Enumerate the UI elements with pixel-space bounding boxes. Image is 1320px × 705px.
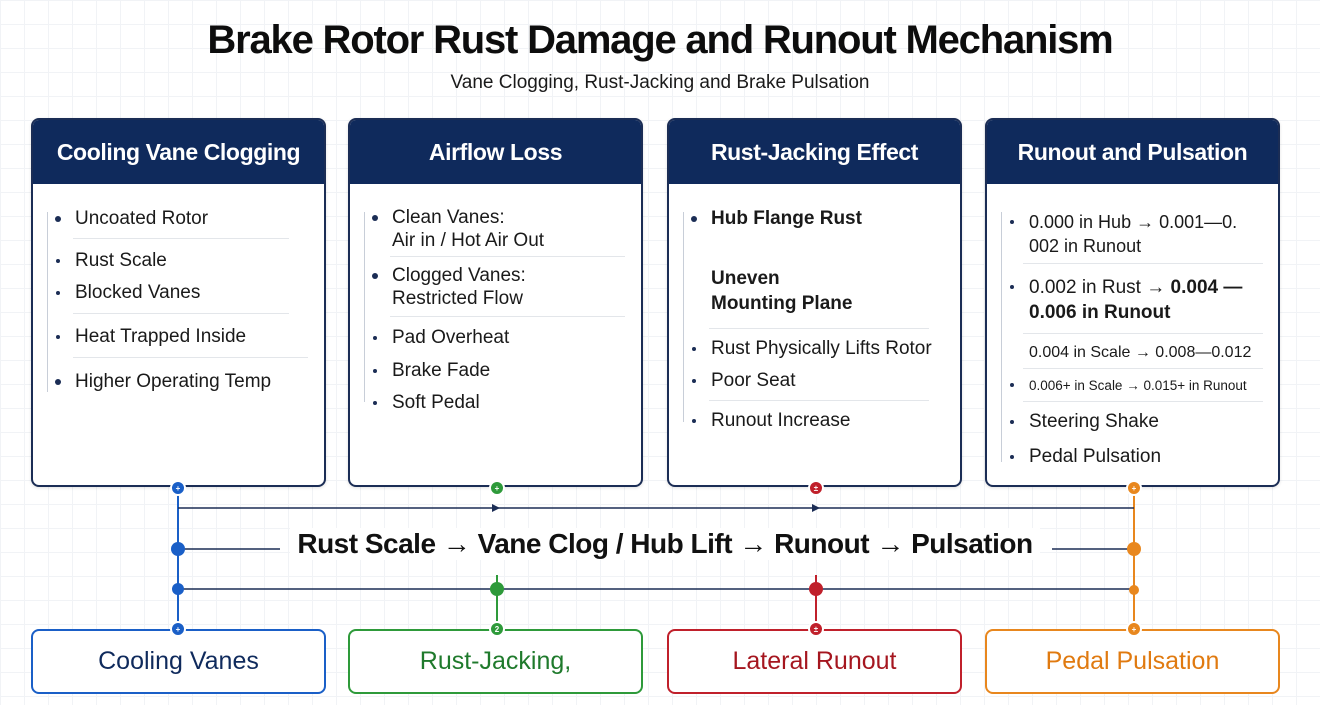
panel-rust-jacking-effect: Rust-Jacking Effect Hub Flange Rust Unev… bbox=[667, 118, 962, 487]
list-item: Pedal Pulsation bbox=[1009, 445, 1262, 468]
list-item: Poor Seat bbox=[691, 369, 944, 392]
divider bbox=[1023, 401, 1263, 402]
node-red-bottom: ± bbox=[808, 621, 824, 637]
list-item: 0.002 in Rust → 0.004 —0.006 in Runout bbox=[1009, 275, 1262, 325]
page-title: Brake Rotor Rust Damage and Runout Mecha… bbox=[207, 18, 1113, 62]
list-item: Rust Physically Lifts Rotor bbox=[691, 337, 944, 360]
list-item: 0.006+ in Scale → 0.015+ in Runout bbox=[1009, 374, 1262, 397]
node-green-bottom: 2 bbox=[489, 621, 505, 637]
divider bbox=[709, 328, 929, 329]
panel-heading: Rust-Jacking Effect bbox=[669, 120, 960, 184]
node-orange-bottom: + bbox=[1126, 621, 1142, 637]
panel-timeline bbox=[1001, 212, 1002, 462]
list-item: Heat Trapped Inside bbox=[55, 325, 308, 348]
divider bbox=[73, 357, 308, 358]
panel-runout-and-pulsation: Runout and Pulsation 0.000 in Hub → 0.00… bbox=[985, 118, 1280, 487]
node-blue-top: + bbox=[170, 480, 186, 496]
panel-timeline bbox=[47, 212, 48, 392]
list-item: 0.000 in Hub → 0.001—0.002 in Runout bbox=[1009, 210, 1262, 258]
list-item: Clogged Vanes:Restricted Flow bbox=[372, 264, 625, 310]
panel-timeline bbox=[364, 212, 365, 402]
divider bbox=[73, 238, 289, 239]
divider bbox=[1023, 333, 1263, 334]
divider bbox=[1023, 263, 1263, 264]
divider bbox=[1023, 368, 1263, 369]
list-item: Rust Scale bbox=[55, 249, 308, 272]
panel-heading: Runout and Pulsation bbox=[987, 120, 1278, 184]
divider bbox=[390, 316, 625, 317]
panel-heading: Cooling Vane Clogging bbox=[33, 120, 324, 184]
node-orange-low bbox=[1129, 585, 1139, 595]
divider bbox=[390, 256, 625, 257]
panel-cooling-vane-clogging: Cooling Vane Clogging Uncoated Rotor Rus… bbox=[31, 118, 326, 487]
node-blue-bottom: + bbox=[170, 621, 186, 637]
list-item: Runout Increase bbox=[691, 409, 944, 432]
node-red-low bbox=[809, 582, 823, 596]
outcome-pedal-pulsation: Pedal Pulsation bbox=[985, 629, 1280, 694]
outcome-cooling-vanes: Cooling Vanes bbox=[31, 629, 326, 694]
list-item: Uncoated Rotor bbox=[55, 207, 308, 230]
list-item: 0.004 in Scale → 0.008—0.012 bbox=[1029, 344, 1252, 361]
list-item: Blocked Vanes bbox=[55, 281, 308, 304]
panel-heading: Airflow Loss bbox=[350, 120, 641, 184]
list-item: Soft Pedal bbox=[372, 391, 625, 414]
outcome-rust-jacking: Rust-Jacking, bbox=[348, 629, 643, 694]
node-green-low bbox=[490, 582, 504, 596]
node-orange-mid bbox=[1127, 542, 1141, 556]
list-item: Hub Flange Rust bbox=[691, 207, 944, 230]
arrowhead-icon bbox=[492, 504, 500, 512]
node-green-top: + bbox=[489, 480, 505, 496]
flow-summary: Rust Scale → Vane Clog / Hub Lift → Runo… bbox=[290, 528, 1040, 560]
list-item: Higher Operating Temp bbox=[55, 370, 308, 393]
divider bbox=[73, 313, 289, 314]
outcome-lateral-runout: Lateral Runout bbox=[667, 629, 962, 694]
list-item: Pad Overheat bbox=[372, 326, 625, 349]
node-blue-low bbox=[172, 583, 184, 595]
node-blue-mid bbox=[171, 542, 185, 556]
panel-airflow-loss: Airflow Loss Clean Vanes:Air in / Hot Ai… bbox=[348, 118, 643, 487]
list-item: Brake Fade bbox=[372, 359, 625, 382]
node-red-top: ± bbox=[808, 480, 824, 496]
divider bbox=[709, 400, 929, 401]
panel-timeline bbox=[683, 212, 684, 422]
list-item: Clean Vanes:Air in / Hot Air Out bbox=[372, 206, 625, 252]
node-orange-top: + bbox=[1126, 480, 1142, 496]
page-subtitle: Vane Clogging, Rust-Jacking and Brake Pu… bbox=[450, 72, 870, 93]
arrowhead-icon bbox=[812, 504, 820, 512]
list-item: Steering Shake bbox=[1009, 410, 1262, 433]
